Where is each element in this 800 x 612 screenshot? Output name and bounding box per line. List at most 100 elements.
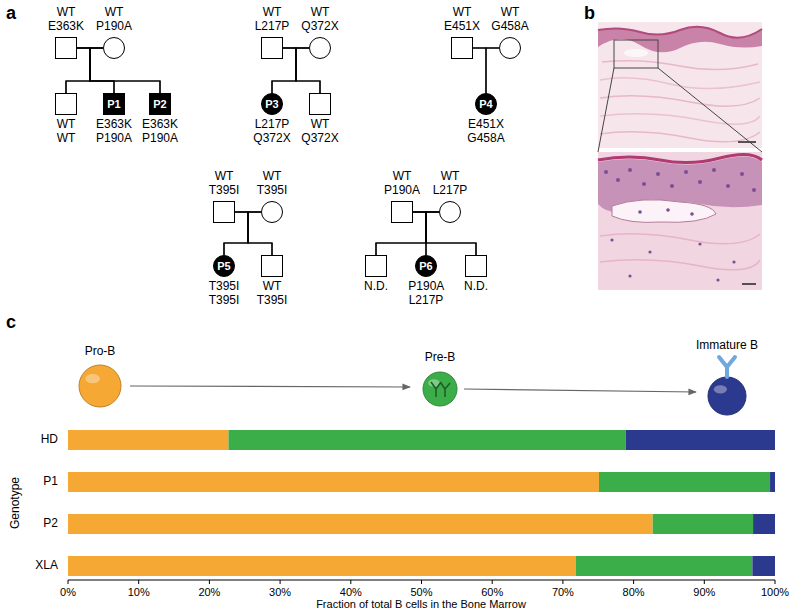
pre-bcr-receptor bbox=[431, 382, 450, 397]
unaffected-male-square bbox=[465, 255, 487, 277]
axis-tick bbox=[68, 580, 69, 584]
unaffected-female-circle bbox=[309, 37, 331, 59]
bar-segment bbox=[68, 514, 653, 534]
pedigree-individual: WT Q372X bbox=[301, 6, 338, 59]
patient-id: P1 bbox=[107, 99, 120, 110]
genotype-label: E363K P190A bbox=[142, 118, 178, 146]
pedigree-line bbox=[473, 48, 486, 93]
x-axis bbox=[68, 580, 775, 584]
bar-segment bbox=[753, 514, 775, 534]
bar-segment bbox=[653, 514, 753, 534]
patient-id: P4 bbox=[479, 99, 492, 110]
pedigree-individual: P5T395I T395I bbox=[209, 255, 240, 308]
axis-tick bbox=[421, 580, 422, 584]
category-label: P1 bbox=[43, 475, 58, 489]
tick-label: 50% bbox=[410, 586, 432, 599]
bar-segment bbox=[752, 556, 775, 576]
stage-arrow bbox=[464, 389, 696, 392]
bar-segment bbox=[68, 556, 576, 576]
tick-label: 70% bbox=[552, 586, 574, 599]
panel-label: c bbox=[6, 312, 16, 333]
pedigree-individual: P4E451X G458A bbox=[467, 93, 504, 146]
pedigree-individual: P2E363K P190A bbox=[142, 93, 178, 146]
stage-label: Pre-B bbox=[425, 351, 456, 365]
scale-bar bbox=[738, 141, 756, 143]
pedigree-line bbox=[486, 48, 499, 93]
cell-icon bbox=[423, 372, 457, 406]
stratum-corneum bbox=[598, 154, 762, 162]
patient-id: P6 bbox=[419, 261, 432, 272]
genotype-label: WT L217P bbox=[433, 170, 468, 198]
genotype-label: WT G458A bbox=[491, 6, 528, 34]
dermis-fiber bbox=[600, 78, 760, 89]
category-label: HD bbox=[41, 433, 58, 447]
unaffected-male-square bbox=[55, 37, 77, 59]
affected-female-circle: P3 bbox=[261, 93, 283, 115]
patient-id: P5 bbox=[217, 261, 230, 272]
category-label: P2 bbox=[43, 517, 58, 531]
blister bbox=[612, 200, 716, 223]
pedigree-individual: WT T395I bbox=[257, 170, 288, 223]
unaffected-male-square bbox=[309, 93, 331, 115]
genotype-label: WT E451X bbox=[444, 6, 480, 34]
pedigree-individual: WT G458A bbox=[491, 6, 528, 59]
stage-label: Pro-B bbox=[85, 345, 116, 359]
patient-id: P3 bbox=[265, 99, 278, 110]
unaffected-male-square bbox=[213, 201, 235, 223]
bar-segment bbox=[68, 430, 228, 450]
affected-male-square: P1 bbox=[103, 93, 125, 115]
pedigree-line bbox=[90, 48, 160, 93]
tick-label: 20% bbox=[198, 586, 220, 599]
inset-box bbox=[614, 40, 658, 68]
tick-label: 0% bbox=[60, 586, 76, 599]
antibody-icon bbox=[719, 357, 735, 377]
cell-icons bbox=[79, 357, 746, 415]
bar-segment bbox=[68, 472, 599, 492]
legend-swatch bbox=[423, 372, 457, 406]
histology-overview bbox=[598, 22, 762, 148]
unaffected-female-circle bbox=[261, 201, 283, 223]
genotype-label: WT Q372X bbox=[301, 6, 338, 34]
genotype-label: WT E363K bbox=[48, 6, 84, 34]
unaffected-female-circle bbox=[103, 37, 125, 59]
tick-label: 30% bbox=[269, 586, 291, 599]
unaffected-female-circle bbox=[439, 201, 461, 223]
axis-tick bbox=[138, 580, 139, 584]
bar-segment bbox=[770, 472, 775, 492]
blister bbox=[624, 49, 648, 57]
pedigree-individual: P3L217P Q372X bbox=[253, 93, 290, 146]
tick-label: 60% bbox=[481, 586, 503, 599]
cell-icon bbox=[708, 377, 746, 415]
tick-label: 80% bbox=[623, 586, 645, 599]
pedigree-individual: N.D. bbox=[464, 255, 488, 294]
stratum-corneum bbox=[598, 27, 762, 38]
panel-label: b bbox=[584, 3, 595, 24]
cell-highlight bbox=[714, 385, 727, 393]
stacked-bars bbox=[68, 430, 775, 576]
pedigree-individual: WT WT bbox=[55, 93, 77, 146]
axis-tick bbox=[209, 580, 210, 584]
tick-label: 40% bbox=[340, 586, 362, 599]
genotype-label: E451X G458A bbox=[467, 118, 504, 146]
dermis-fiber bbox=[600, 96, 760, 106]
dermis-fiber bbox=[600, 132, 760, 142]
histology-image bbox=[598, 22, 762, 290]
genotype-label: WT Q372X bbox=[301, 118, 338, 146]
pedigree-individual: WT L217P bbox=[433, 170, 468, 223]
tick-label: 90% bbox=[693, 586, 715, 599]
legend-swatch bbox=[708, 377, 746, 415]
pedigree-individual: WT T395I bbox=[257, 255, 288, 308]
pedigree-line bbox=[426, 212, 439, 255]
unaffected-female-circle bbox=[499, 37, 521, 59]
legend-swatch bbox=[79, 365, 121, 407]
genotype-label: WT T395I bbox=[209, 170, 240, 198]
histology-zoom bbox=[598, 152, 762, 290]
stage-label: Immature B bbox=[696, 339, 758, 353]
pedigree-individual: WT Q372X bbox=[301, 93, 338, 146]
genotype-label: WT L217P bbox=[255, 6, 290, 34]
pedigree-individual: P1E363K P190A bbox=[96, 93, 132, 146]
affected-female-circle: P4 bbox=[475, 93, 497, 115]
stage-arrows bbox=[130, 386, 696, 392]
